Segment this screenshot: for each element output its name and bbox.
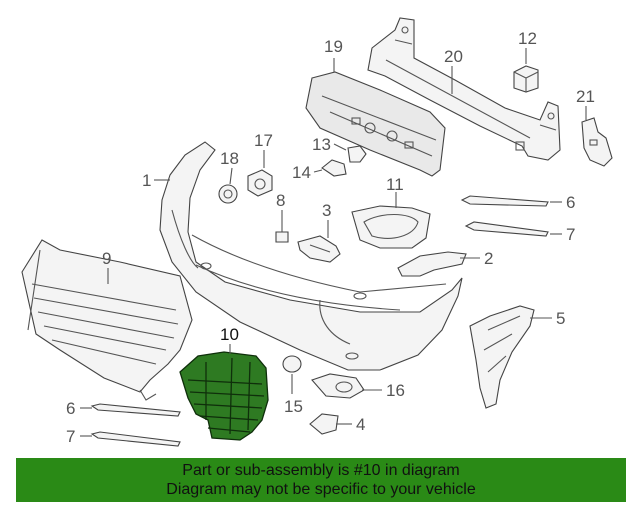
part-1-bumper-cover[interactable] [159, 141, 463, 371]
callout-1: 1 [142, 171, 151, 190]
part-3-bracket[interactable] [297, 235, 341, 263]
callout-17: 17 [254, 131, 273, 150]
part-7-trim-strip-right[interactable] [464, 221, 549, 237]
part-18-sensor-ring[interactable] [218, 184, 238, 204]
part-15-cap[interactable] [282, 355, 302, 373]
part-17-parking-sensor[interactable] [247, 169, 273, 197]
leader-lines [80, 48, 587, 437]
part-14-retainer[interactable] [321, 159, 347, 177]
callout-4: 4 [356, 415, 365, 434]
callout-2: 2 [484, 249, 493, 268]
callout-20: 20 [444, 47, 463, 66]
disclaimer-banner: Part or sub-assembly is #10 in diagram D… [16, 458, 626, 502]
part-8-bolt[interactable] [275, 222, 289, 243]
callout-18: 18 [220, 149, 239, 168]
callout-11: 11 [386, 175, 404, 194]
callout-6-left: 6 [66, 399, 75, 418]
part-16-fog-lamp-trim[interactable] [311, 373, 365, 399]
callout-21: 21 [576, 87, 595, 106]
callout-9: 9 [102, 249, 111, 268]
part-19-energy-absorber[interactable] [305, 71, 446, 177]
callout-7-right: 7 [566, 225, 575, 244]
callout-19: 19 [324, 37, 343, 56]
callout-13: 13 [312, 135, 331, 154]
callout-3: 3 [322, 201, 331, 220]
callout-14: 14 [292, 163, 311, 182]
part-21-bracket[interactable] [581, 117, 613, 167]
part-12-bump-stop[interactable] [513, 65, 539, 93]
part-13-clip[interactable] [347, 145, 367, 163]
part-4-cover[interactable] [309, 413, 339, 435]
part-6-trim-strip-left[interactable] [90, 403, 181, 417]
part-20-reinforcement-beam[interactable] [367, 17, 561, 161]
callout-12: 12 [518, 29, 537, 48]
part-2-bracket[interactable] [397, 251, 467, 277]
callout-5: 5 [556, 309, 565, 328]
part-7-trim-strip-left[interactable] [90, 431, 181, 447]
callout-labels: 19 20 12 21 18 17 13 14 8 3 11 2 6 7 5 1… [66, 29, 595, 446]
callout-6-right: 6 [566, 193, 575, 212]
callout-10: 10 [220, 325, 239, 344]
banner-line-2: Diagram may not be specific to your vehi… [166, 481, 476, 498]
callout-7-left: 7 [66, 427, 75, 446]
banner-line-1: Part or sub-assembly is #10 in diagram [182, 462, 460, 479]
part-9-grille[interactable] [21, 239, 193, 401]
part-10-lower-grille-highlighted[interactable] [179, 351, 269, 441]
callout-15: 15 [284, 397, 303, 416]
callout-16: 16 [386, 381, 405, 400]
part-11-fog-lamp-housing[interactable] [351, 205, 431, 249]
parts-diagram: 19 20 12 21 18 17 13 14 8 3 11 2 6 7 5 1… [21, 17, 613, 447]
part-5-side-bracket[interactable] [469, 305, 535, 409]
part-6-trim-strip-right[interactable] [460, 195, 549, 207]
callout-8: 8 [276, 191, 285, 210]
